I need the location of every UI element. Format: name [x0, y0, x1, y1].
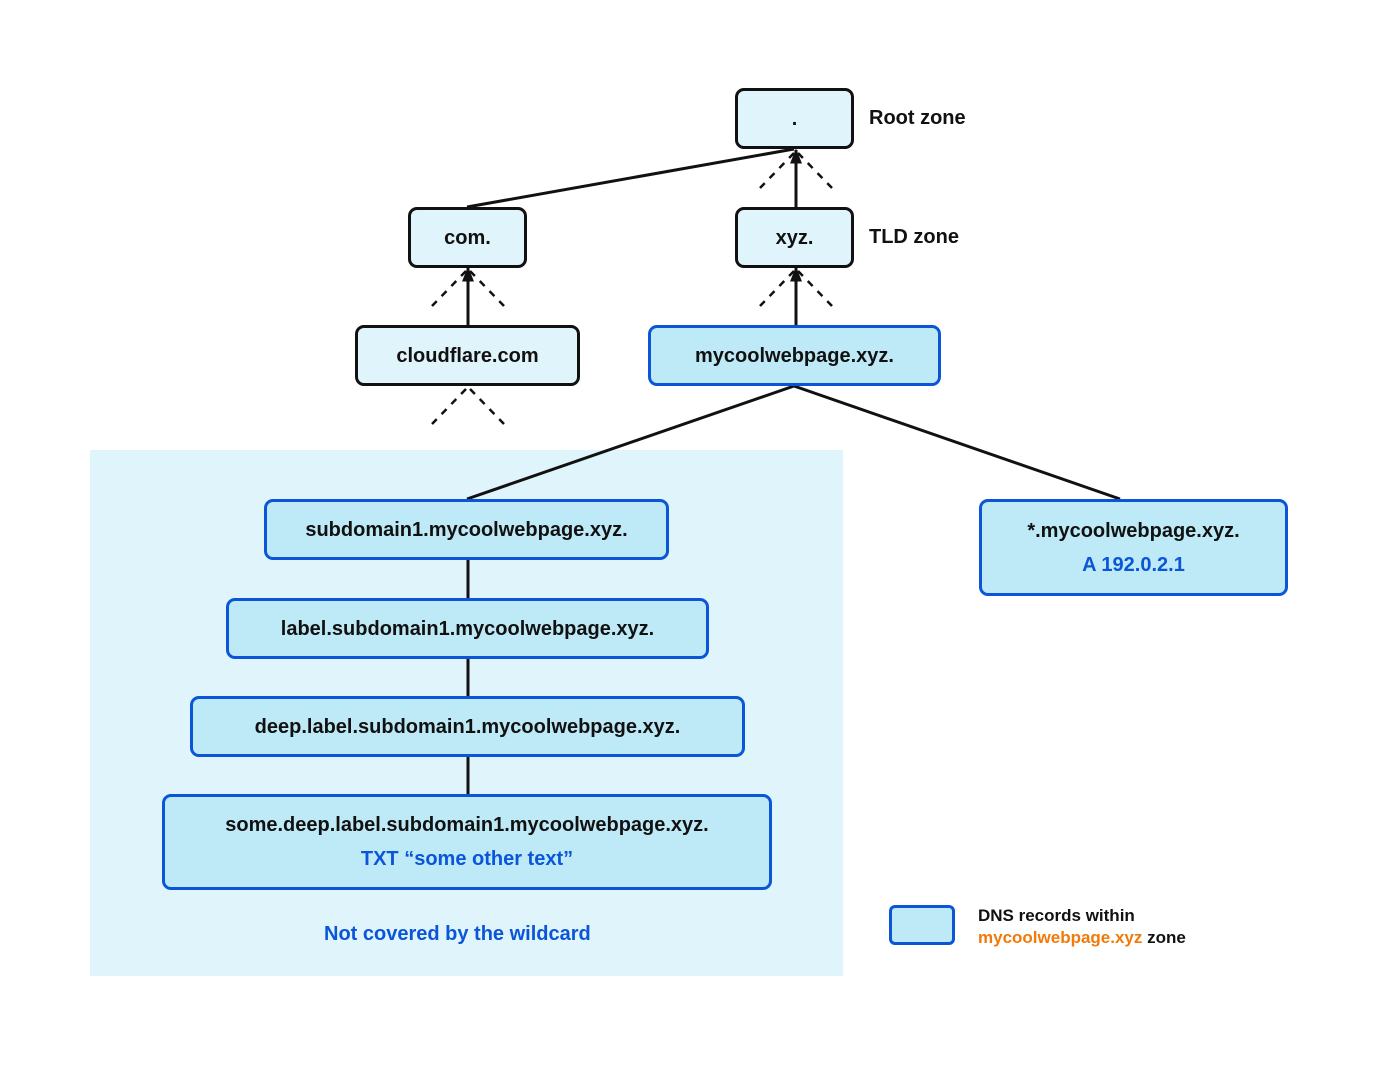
edge-mycool-wildcard	[793, 384, 1121, 501]
tld-zone-label: TLD zone	[869, 226, 959, 248]
wildcard-node-label: *.mycoolwebpage.xyz.	[1027, 519, 1240, 542]
legend-zone-name: mycoolwebpage.xyz	[978, 928, 1143, 947]
com-node-label: com.	[444, 226, 491, 249]
cloudflare-node-label: cloudflare.com	[396, 344, 539, 367]
legend-zone-suffix: zone	[1142, 928, 1186, 947]
deep-node: deep.label.subdomain1.mycoolwebpage.xyz.	[190, 696, 745, 757]
subdomain1-node-label: subdomain1.mycoolwebpage.xyz.	[305, 518, 628, 541]
com-node: com.	[408, 207, 527, 268]
mycoolwebpage-node-label: mycoolwebpage.xyz.	[695, 344, 894, 367]
root-zone-label: Root zone	[869, 107, 966, 129]
cloudflare-node: cloudflare.com	[355, 325, 580, 386]
edge-root-com	[466, 147, 795, 209]
root-node-label: .	[791, 107, 798, 130]
txt-record-label: TXT “some other text”	[360, 848, 574, 870]
edge-mycool-subdomain1	[466, 384, 795, 501]
deep-node-label: deep.label.subdomain1.mycoolwebpage.xyz.	[254, 715, 681, 738]
legend-line1: DNS records within	[978, 906, 1135, 925]
some-node: some.deep.label.subdomain1.mycoolwebpage…	[162, 794, 772, 890]
not-covered-caption: Not covered by the wildcard	[324, 923, 591, 945]
label-node: label.subdomain1.mycoolwebpage.xyz.	[226, 598, 709, 659]
some-node-label: some.deep.label.subdomain1.mycoolwebpage…	[225, 814, 709, 836]
wildcard-node: *.mycoolwebpage.xyz. A 192.0.2.1	[979, 499, 1288, 596]
legend-line2: mycoolwebpage.xyz zone	[978, 927, 1186, 949]
label-node-label: label.subdomain1.mycoolwebpage.xyz.	[280, 617, 655, 640]
xyz-node: xyz.	[735, 207, 854, 268]
a-record-label: A 192.0.2.1	[1082, 553, 1185, 576]
mycoolwebpage-node: mycoolwebpage.xyz.	[648, 325, 941, 386]
legend-text: DNS records within mycoolwebpage.xyz zon…	[978, 905, 1186, 949]
legend-swatch	[889, 905, 955, 945]
root-zone-node: .	[735, 88, 854, 149]
subdomain1-node: subdomain1.mycoolwebpage.xyz.	[264, 499, 669, 560]
xyz-node-label: xyz.	[775, 226, 814, 249]
